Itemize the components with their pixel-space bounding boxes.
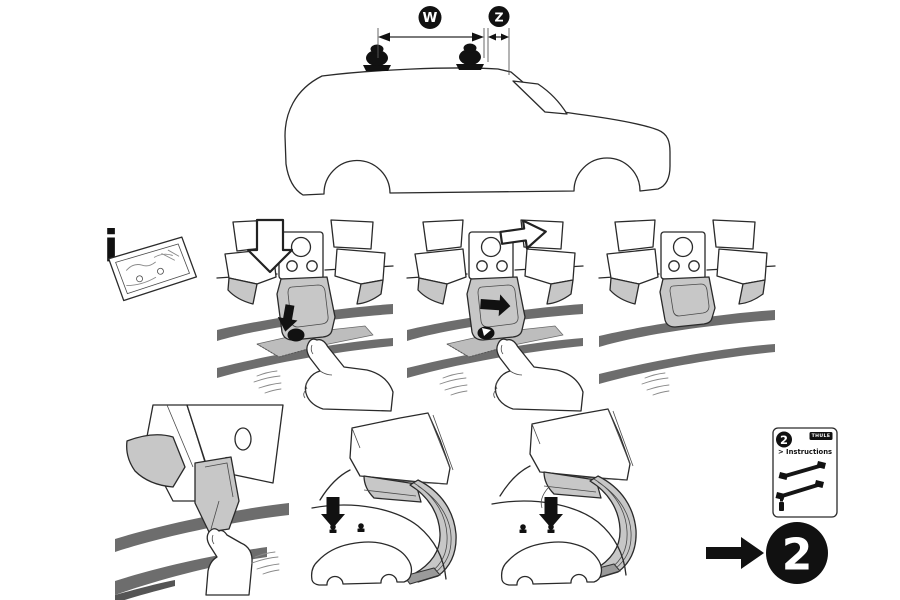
car-dimension-diagram: W Z (284, 6, 671, 196)
next-step-circle (766, 522, 828, 584)
scribble-marks (641, 372, 670, 396)
clamp-bracket (194, 456, 240, 533)
w-arrow (378, 32, 484, 42)
panel-rear-foot-position (491, 408, 637, 586)
w-dimension-badge: W (418, 6, 442, 29)
foot-body (459, 49, 481, 65)
knob-notch (482, 328, 491, 336)
scribble-marks (439, 372, 468, 396)
foot-base (456, 64, 484, 70)
next-step-arrow-icon (706, 537, 764, 569)
instructions-card: 2 THULE > Instructions (772, 427, 838, 518)
sheet-doodle-wheel-1 (136, 275, 143, 283)
small-part-icon (779, 498, 784, 511)
frame-strip-upper (115, 503, 289, 552)
frame-strip-edge (115, 580, 175, 600)
mini-car-rear (500, 497, 603, 586)
car-body-outline (284, 67, 671, 196)
z-badge-circle (488, 6, 510, 27)
z-arrow (488, 33, 509, 41)
z-arrowhead-right (501, 33, 509, 41)
roof-foot-left (363, 44, 391, 71)
panel-press-foot-down (216, 218, 394, 412)
foot-base (363, 65, 391, 71)
mini-car (500, 541, 603, 586)
panel-clamp-detail (115, 404, 289, 600)
roof-foot-right (456, 43, 484, 70)
sheet-inner-border (115, 243, 191, 295)
sheet-doodles (126, 249, 180, 287)
bracket-knob (287, 328, 305, 342)
load-bars-drawing (775, 461, 826, 500)
panel-slide-foot (406, 219, 584, 412)
dimension-guide-lines (377, 28, 510, 75)
bracket-inner-lines (204, 462, 234, 530)
mini-foot-front (519, 524, 527, 533)
finger-nail (211, 534, 215, 545)
clamp-bracket (659, 276, 716, 328)
load-bar-1-feet (778, 461, 826, 480)
next-step-number: 2 (782, 530, 813, 581)
w-badge-circle (418, 6, 442, 29)
z-dimension-badge: Z (488, 6, 510, 27)
z-arrowhead-left (488, 33, 496, 41)
black-right-arrow-icon (480, 294, 511, 317)
hollow-down-arrow-icon (246, 218, 294, 274)
scribble-marks (253, 370, 282, 394)
panel-front-foot-position (310, 412, 457, 586)
mini-car-front (310, 497, 413, 586)
part-body (779, 502, 784, 511)
mini-car (310, 541, 413, 586)
foot-wing (126, 434, 186, 488)
sheet-doodle-wheel-2 (157, 267, 164, 275)
hollow-right-arrow-icon (499, 219, 547, 250)
load-bar-2-feet (775, 480, 824, 500)
thule-badge (809, 432, 833, 440)
foot-knob (463, 43, 477, 53)
card-step-number: 2 (780, 433, 788, 447)
thule-brand-label: THULE (812, 433, 831, 439)
windshield-glass (512, 80, 568, 115)
mini-foot-rear (357, 523, 365, 532)
card-title: > Instructions (778, 448, 832, 456)
part-cap (780, 498, 783, 502)
pad-hook-line (540, 487, 549, 509)
sheet-outline (108, 236, 198, 302)
z-badge-label: Z (494, 10, 503, 25)
card-step-circle (776, 431, 792, 448)
panel-foot-seated (598, 219, 776, 396)
foot-knob (370, 44, 384, 54)
foot-hole-large (234, 427, 252, 451)
black-down-arrow-icon (277, 304, 298, 332)
w-badge-label: W (423, 10, 438, 26)
next-step: 2 (706, 522, 828, 584)
w-arrowhead-left (378, 32, 390, 42)
w-arrowhead-right (472, 32, 484, 42)
press-down-arrow-icon (321, 497, 345, 528)
finger-pressing (205, 528, 253, 596)
info-section: i (103, 221, 198, 302)
foot-body (366, 50, 388, 66)
instruction-sheet-icon (108, 236, 198, 302)
